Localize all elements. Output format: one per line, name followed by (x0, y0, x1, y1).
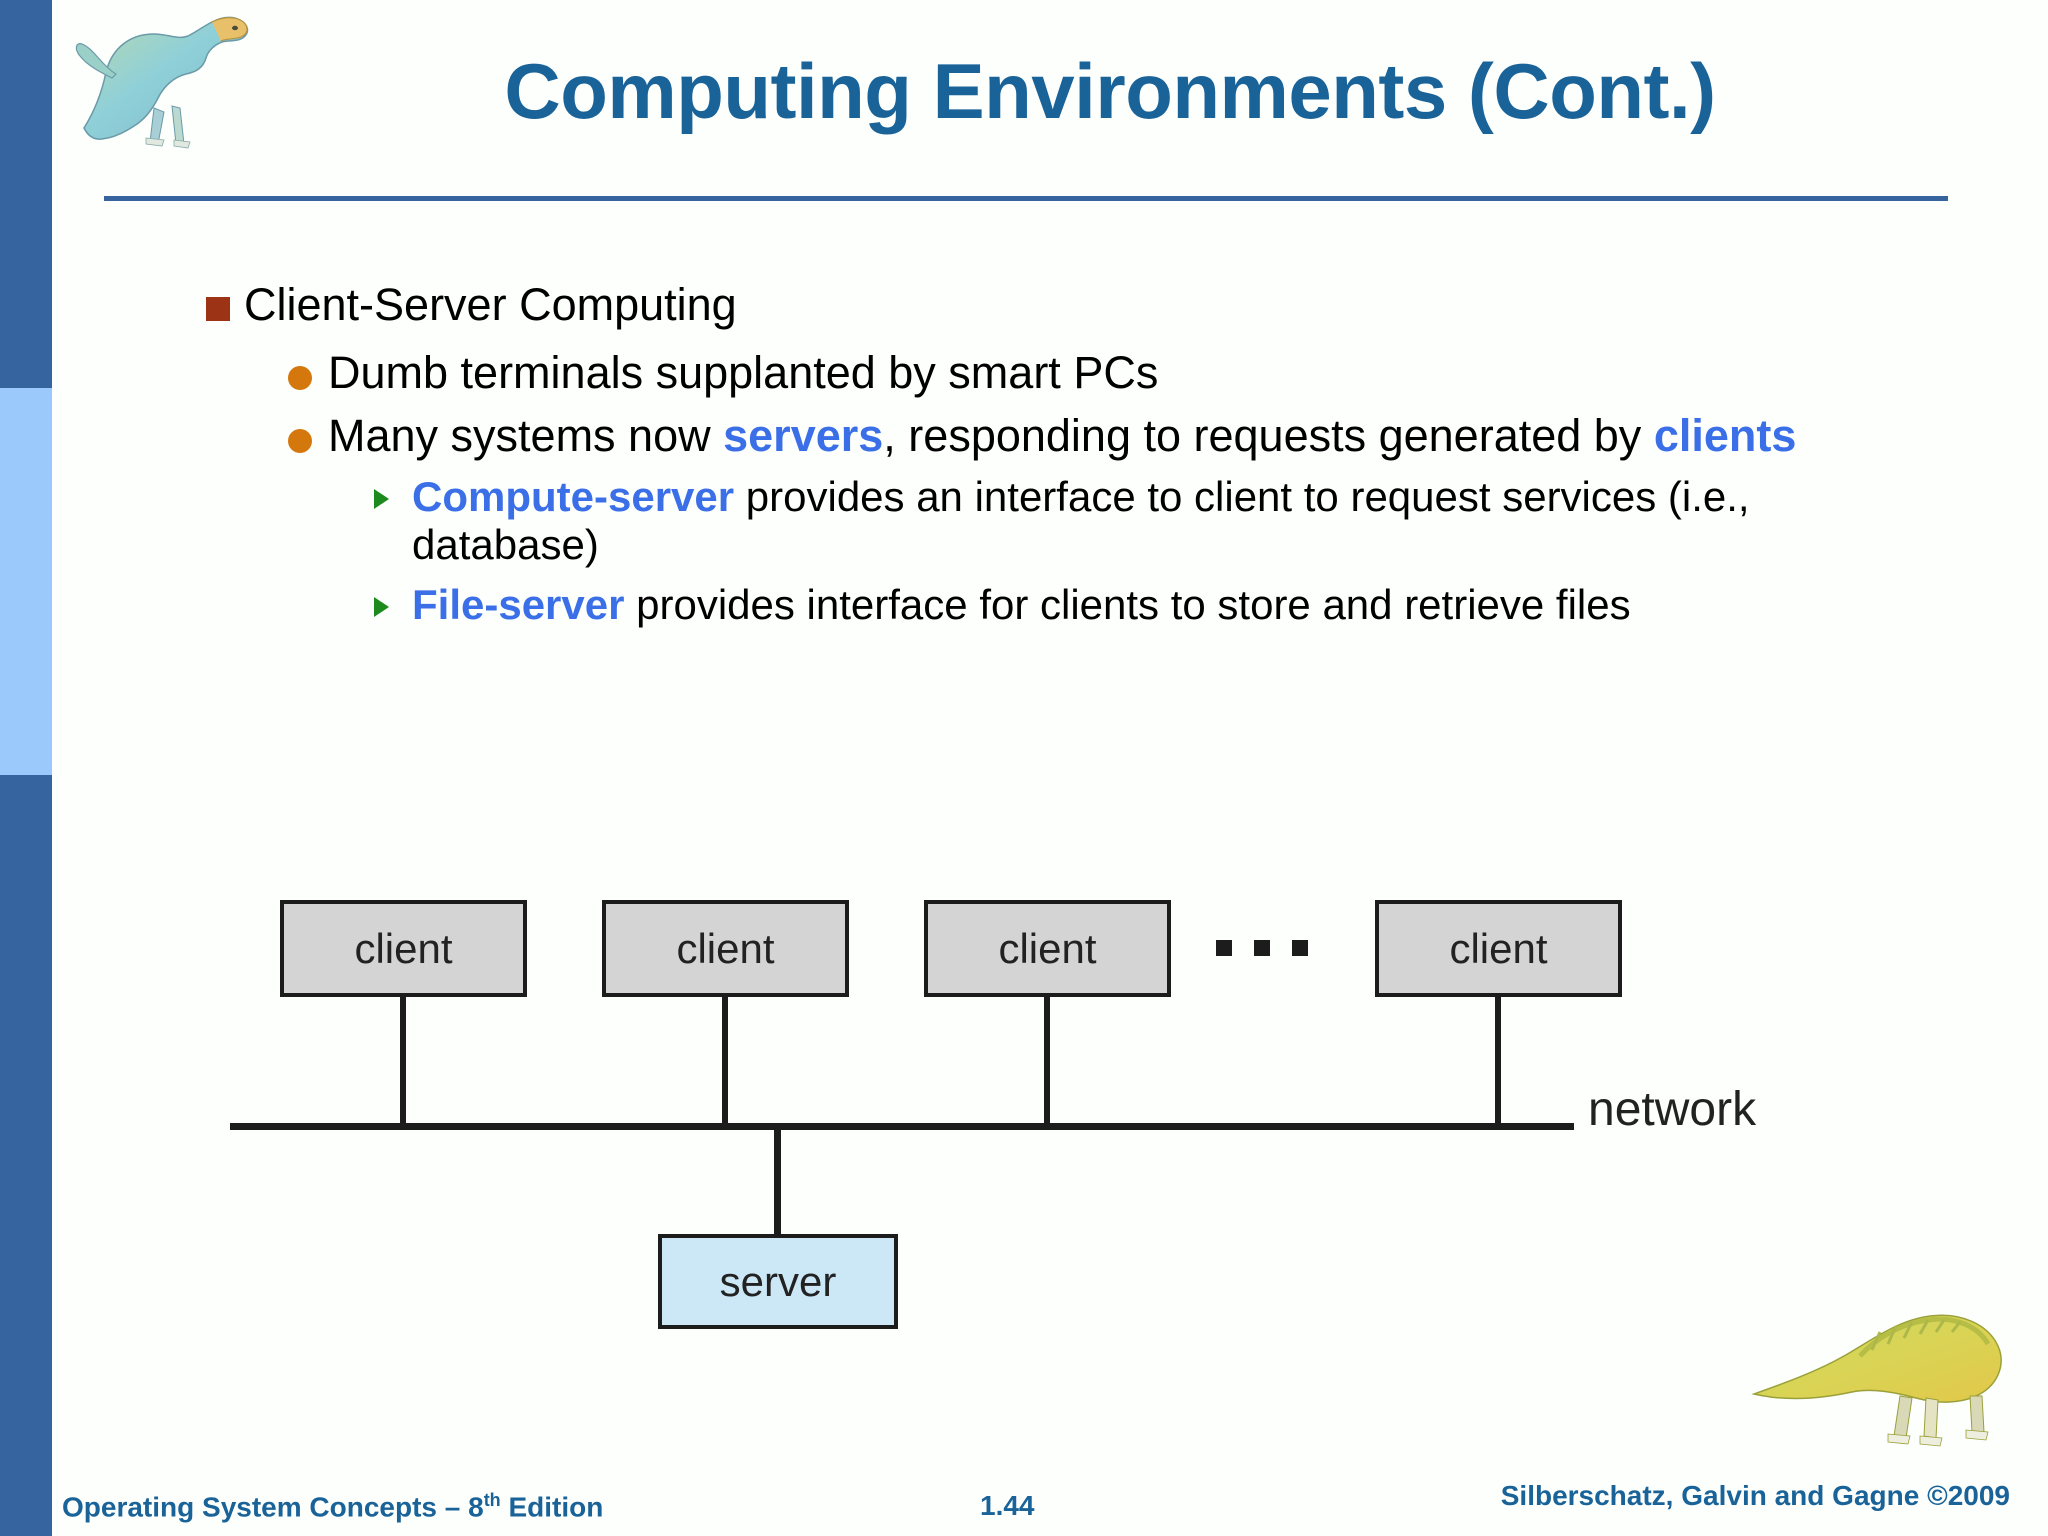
client-node-label: client (676, 924, 775, 972)
client-node: client (924, 900, 1171, 997)
client-node: client (602, 900, 849, 997)
circle-bullet-icon (288, 428, 312, 453)
bullet-level3-compute-server: Compute-server provides an interface to … (150, 473, 1940, 569)
server-node: server (658, 1234, 898, 1329)
bullet-text-part: , responding to requests generated by (883, 409, 1654, 461)
bullet-text-part: Many systems now (328, 409, 724, 461)
slide-body: Client-Server Computing Dumb terminals s… (150, 279, 1940, 641)
client-server-network-diagram: client client client client network serv… (230, 900, 1920, 1340)
bullet-text-part: provides an interface to client to reque… (412, 473, 1750, 569)
left-sidebar (0, 0, 52, 1536)
client-network-connector (400, 997, 406, 1123)
ellipsis-dot (1216, 940, 1232, 956)
client-network-connector (722, 997, 728, 1123)
bullet-text: Client-Server Computing (244, 279, 737, 330)
slide-title: Computing Environments (Cont.) (504, 47, 1716, 135)
footer-edition-label: Operating System Concepts – 8th Edition (62, 1490, 603, 1523)
header-dinosaur-icon (72, 8, 262, 158)
keyword-servers: servers (723, 409, 884, 461)
circle-bullet-icon (288, 366, 312, 391)
bullet-level2-many-systems: Many systems now servers, responding to … (150, 409, 1940, 461)
title-underline-rule (104, 196, 1948, 201)
bullet-level2-dumb-terminals: Dumb terminals supplanted by smart PCs (150, 348, 1940, 398)
square-bullet-icon (206, 297, 230, 321)
client-node: client (1375, 900, 1622, 997)
keyword-compute-server: Compute-server (412, 473, 735, 521)
sidebar-segment-middle (0, 388, 52, 775)
bullet-text-part: provides interface for clients to store … (624, 580, 1631, 628)
client-node-label: client (1449, 924, 1548, 972)
client-network-connector (1495, 997, 1501, 1123)
ellipsis-dot (1254, 940, 1270, 956)
page-number: 1.44 (980, 1490, 1035, 1521)
bullet-level3-file-server: File-server provides interface for clien… (150, 581, 1940, 629)
client-node-label: client (354, 924, 453, 972)
network-bus-line (230, 1123, 1520, 1130)
footer-edition-text: Operating System Concepts – 8 (62, 1491, 484, 1523)
client-node: client (280, 900, 527, 997)
footer-edition-superscript: th (483, 1490, 501, 1510)
client-network-connector (1044, 997, 1050, 1123)
server-network-connector (774, 1130, 781, 1234)
sidebar-segment-bottom (0, 775, 52, 1536)
arrow-bullet-icon (374, 489, 389, 510)
arrow-bullet-icon (374, 596, 389, 617)
network-bus-stub (1516, 1123, 1574, 1130)
bullet-level1-client-server: Client-Server Computing (150, 279, 1940, 330)
footer-copyright: Silberschatz, Galvin and Gagne ©2009 (1500, 1480, 2010, 1511)
network-label: network (1588, 1083, 1757, 1136)
server-node-label: server (719, 1257, 837, 1305)
keyword-clients: clients (1653, 409, 1797, 461)
ellipsis-dot (1292, 940, 1308, 956)
sidebar-segment-top (0, 0, 52, 388)
keyword-file-server: File-server (412, 580, 625, 628)
ellipsis-icon (1216, 940, 1308, 956)
footer-dinosaur-icon (1748, 1298, 2020, 1448)
client-node-label: client (998, 924, 1097, 972)
bullet-text: Dumb terminals supplanted by smart PCs (328, 347, 1159, 399)
footer-edition-tail: Edition (500, 1491, 604, 1523)
